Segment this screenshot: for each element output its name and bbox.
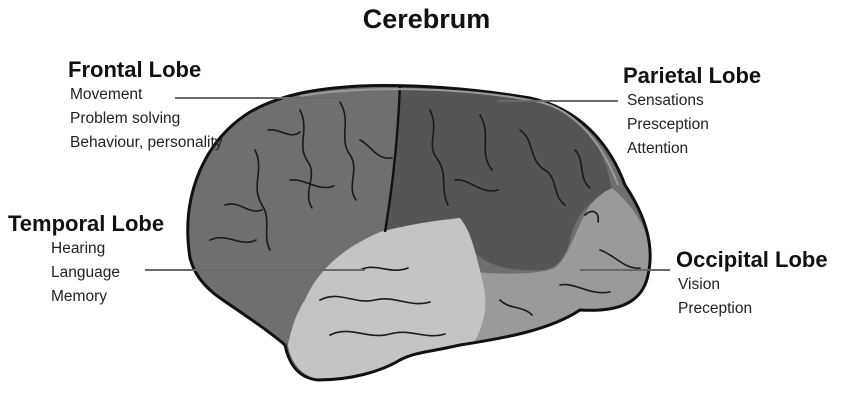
occipital-function-item: Vision <box>678 273 828 297</box>
diagram-title: Cerebrum <box>0 4 853 35</box>
occipital-function-item: Preception <box>678 297 828 321</box>
temporal-lobe-functions: Hearing Language Memory <box>51 237 164 309</box>
temporal-function-item: Language <box>51 261 164 285</box>
temporal-function-item: Memory <box>51 285 164 309</box>
temporal-function-item: Hearing <box>51 237 164 261</box>
parietal-function-item: Attention <box>627 137 761 161</box>
temporal-lobe-label: Temporal Lobe Hearing Language Memory <box>8 211 164 309</box>
parietal-lobe-label: Parietal Lobe Sensations Presception Att… <box>623 63 761 161</box>
frontal-lobe-label: Frontal Lobe Movement Problem solving Be… <box>68 57 223 155</box>
temporal-lobe-name: Temporal Lobe <box>8 211 164 237</box>
frontal-function-item: Movement <box>70 83 223 107</box>
frontal-function-item: Behaviour, personality <box>70 131 223 155</box>
parietal-function-item: Presception <box>627 113 761 137</box>
frontal-lobe-functions: Movement Problem solving Behaviour, pers… <box>70 83 223 155</box>
parietal-lobe-functions: Sensations Presception Attention <box>627 89 761 161</box>
occipital-lobe-functions: Vision Preception <box>678 273 828 321</box>
occipital-lobe-label: Occipital Lobe Vision Preception <box>676 247 828 321</box>
frontal-function-item: Problem solving <box>70 107 223 131</box>
parietal-lobe-name: Parietal Lobe <box>623 63 761 89</box>
occipital-lobe-name: Occipital Lobe <box>676 247 828 273</box>
parietal-function-item: Sensations <box>627 89 761 113</box>
frontal-lobe-name: Frontal Lobe <box>68 57 223 83</box>
